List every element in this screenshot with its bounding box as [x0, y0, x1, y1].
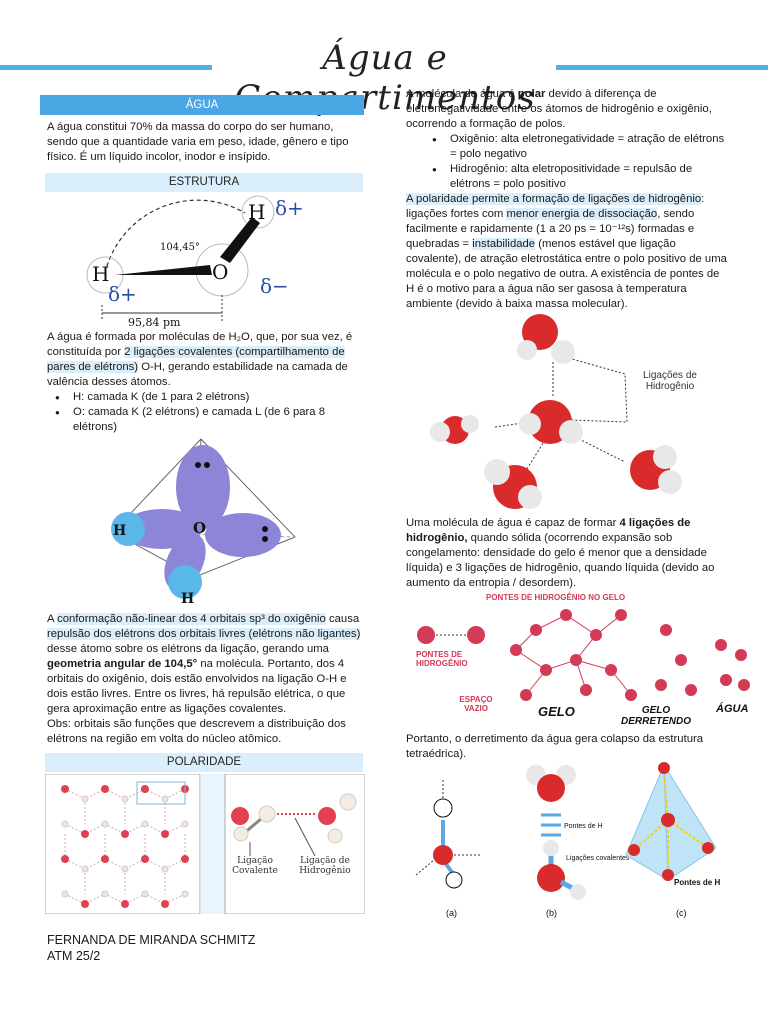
title-rule-left: [0, 65, 212, 70]
footer-class: ATM 25/2: [47, 949, 101, 963]
fig2-h1: H: [113, 523, 126, 539]
fig5-l1a: PONTES DE HIDROGÊNIO NO GELO: [486, 593, 625, 602]
section-header-agua: ÁGUA: [40, 95, 364, 115]
section-header-estrutura-label: ESTRUTURA: [168, 176, 240, 188]
melting-paragraph: Portanto, o derretimento da água gera co…: [406, 733, 704, 760]
fig2-o: O: [193, 519, 206, 537]
section-header-estrutura: ESTRUTURA: [45, 173, 363, 192]
bullet-o: O: camada K (2 elétrons) e camada L (de …: [47, 405, 365, 435]
fig1-h-left: H: [92, 262, 109, 286]
fig3-label-covalente: Ligação Covalente: [232, 856, 278, 876]
bullet-hidrogenio: Hidrogênio: alta eletropositividade = re…: [424, 162, 728, 192]
tetrahedral-structure-figure: (a) Pontes de H Ligações covalentes (b) …: [415, 762, 720, 918]
fig5-l2: PONTES DE HIDROGÊNIO: [416, 650, 468, 668]
polarity-lattice-figure: Ligação Covalente Ligação de Hidrogênio: [45, 774, 365, 914]
orbital-paragraph: A conformação não-linear dos 4 orbitais …: [47, 612, 365, 747]
fig4-label: Ligações de Hidrogênio: [643, 370, 697, 392]
title-rule-right: [556, 65, 768, 70]
polarity-paragraph: A molécula de água é polar devido à dife…: [406, 87, 728, 312]
fig5-l6: ÁGUA: [715, 702, 748, 715]
fig1-o: O: [212, 260, 228, 284]
fig1-distance: 95,84 pm: [128, 316, 181, 329]
bullet-oxigenio: Oxigênio: alta eletronegatividade = atra…: [424, 132, 728, 162]
ice-melting-figure: PONTES DE HIDROGÊNIO NO GELO PONTES DE H…: [416, 593, 750, 727]
orbital-obs: Obs: orbitais são funções que descrevem …: [47, 718, 346, 745]
bullet-h: H: camada K (de 1 para 2 elétrons): [47, 390, 365, 405]
hydrogen-bonds-figure: Ligações de Hidrogênio: [430, 314, 697, 509]
water-geometry-figure: H δ+ 104,45° H O δ− δ+ 95,84 pm: [86, 195, 304, 329]
fig3-label-hidrogenio: Ligação de Hidrogênio: [299, 856, 351, 876]
fig6-pontes2: Pontes de H: [674, 878, 720, 887]
fig6-ligacoes: Ligações covalentes: [566, 855, 630, 862]
section-header-agua-label: ÁGUA: [185, 99, 219, 111]
fig1-delta-plus-top: δ+: [275, 196, 304, 220]
fig6-c: (c): [676, 908, 687, 918]
fig1-delta-plus-left: δ+: [108, 282, 137, 306]
fig6-a: (a): [446, 908, 457, 918]
sp3-orbitals-figure: H O H: [111, 438, 296, 607]
section-header-polaridade: POLARIDADE: [45, 753, 363, 772]
fig5-l3: ESPAÇO VAZIO: [459, 695, 493, 713]
fig1-h-top: H: [248, 200, 265, 224]
footer-author: FERNANDA DE MIRANDA SCHMITZ: [47, 933, 256, 947]
fig6-b: (b): [546, 908, 557, 918]
ice-paragraph: Uma molécula de água é capaz de formar 4…: [406, 517, 715, 589]
section-header-polaridade-label: POLARIDADE: [166, 756, 242, 768]
fig5-l4: GELO: [538, 704, 575, 719]
estrutura-paragraph: A água é formada por moléculas de H₂O, q…: [47, 330, 365, 435]
fig5-l5: GELO DERRETENDO: [621, 705, 691, 727]
fig1-angle: 104,45°: [160, 242, 200, 253]
fig6-pontes: Pontes de H: [564, 823, 603, 830]
fig2-h2: H: [181, 591, 194, 607]
agua-paragraph: A água constitui 70% da massa do corpo d…: [47, 121, 349, 163]
fig1-delta-minus: δ−: [260, 274, 289, 298]
